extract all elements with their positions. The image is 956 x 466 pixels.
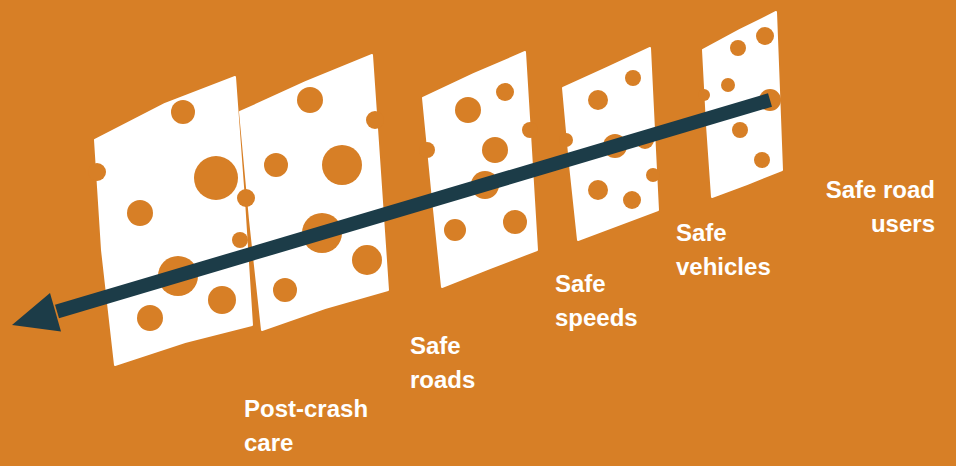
cheese-hole bbox=[636, 131, 654, 149]
cheese-hole bbox=[503, 210, 527, 234]
slice-label: Safe vehicles bbox=[676, 216, 801, 284]
cheese-hole bbox=[171, 100, 195, 124]
cheese-hole bbox=[158, 256, 198, 296]
cheese-hole bbox=[756, 27, 774, 45]
slice-outline bbox=[230, 45, 398, 340]
cheese-hole bbox=[273, 278, 297, 302]
cheese-body bbox=[423, 52, 537, 287]
cheese-hole bbox=[471, 171, 499, 199]
cheese-body bbox=[95, 77, 252, 365]
cheese-hole bbox=[444, 219, 466, 241]
cheese-hole bbox=[754, 152, 770, 168]
cheese-hole bbox=[522, 122, 538, 138]
slice-outline bbox=[413, 42, 547, 297]
cheese-hole bbox=[559, 133, 573, 147]
cheese-hole bbox=[297, 87, 323, 113]
cheese-hole bbox=[455, 97, 481, 123]
cheese-hole bbox=[366, 111, 384, 129]
cheese-hole bbox=[698, 89, 710, 101]
cheese-body bbox=[563, 48, 658, 240]
cheese-hole bbox=[623, 191, 641, 209]
cheese-hole bbox=[625, 70, 641, 86]
slice-outline bbox=[553, 38, 668, 250]
cheese-body bbox=[703, 12, 782, 197]
cheese-slice: Safe road users bbox=[693, 2, 792, 207]
cheese-hole bbox=[237, 189, 255, 207]
cheese-hole bbox=[127, 200, 153, 226]
cheese-hole bbox=[194, 156, 238, 200]
cheese-hole bbox=[732, 122, 748, 138]
cheese-hole bbox=[232, 232, 248, 248]
slice-label: Post-crash care bbox=[244, 392, 404, 460]
cheese-hole bbox=[302, 213, 342, 253]
cheese-slice: Safe speeds bbox=[413, 42, 547, 297]
slice-label: Safe speeds bbox=[555, 267, 655, 335]
cheese-slice: Post-crash care bbox=[85, 67, 262, 375]
cheese-slice: Safe vehicles bbox=[553, 38, 668, 250]
cheese-hole bbox=[603, 134, 627, 158]
slice-label: Safe roads bbox=[410, 329, 500, 397]
cheese-hole bbox=[588, 90, 608, 110]
cheese-hole bbox=[588, 180, 608, 200]
hazard-arrow-head bbox=[12, 293, 61, 332]
cheese-body bbox=[240, 55, 388, 330]
cheese-hole bbox=[208, 286, 236, 314]
cheese-hole bbox=[322, 145, 362, 185]
cheese-hole bbox=[482, 137, 508, 163]
cheese-hole bbox=[419, 142, 435, 158]
slice-label: Safe road users bbox=[770, 173, 935, 241]
cheese-hole bbox=[88, 163, 106, 181]
cheese-hole bbox=[730, 40, 746, 56]
slice-outline bbox=[693, 2, 792, 207]
cheese-hole bbox=[137, 305, 163, 331]
cheese-slice: Safe roads bbox=[230, 45, 398, 340]
cheese-hole bbox=[646, 168, 660, 182]
cheese-hole bbox=[496, 83, 514, 101]
cheese-hole bbox=[352, 245, 382, 275]
cheese-hole bbox=[721, 78, 735, 92]
slice-outline bbox=[85, 67, 262, 375]
cheese-hole bbox=[759, 89, 781, 111]
cheese-hole bbox=[264, 153, 288, 177]
